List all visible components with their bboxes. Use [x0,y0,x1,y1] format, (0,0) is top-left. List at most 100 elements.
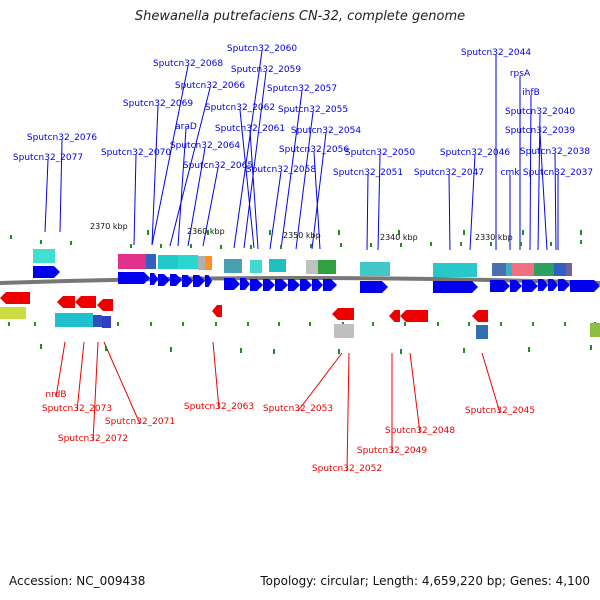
scale-tick [532,322,534,326]
gene-label: Sputcn32_2040 [505,107,575,117]
label-connector [177,128,187,247]
label-connector [295,111,314,250]
label-connector [313,151,321,250]
scale-tick [280,245,282,249]
major-tick [105,346,107,351]
domain-box [198,256,205,270]
scale-tick [430,242,432,246]
scale-tick [40,240,42,244]
reverse-gene-arrow [400,310,428,322]
label-connector [151,65,189,246]
gene-label: Sputcn32_2055 [278,105,348,115]
scale-tick [490,242,492,246]
major-tick [269,230,271,235]
label-connector [55,341,66,398]
major-tick [338,349,340,354]
domain-box [178,255,198,269]
gene-label: araD [175,122,197,132]
gene-label: Sputcn32_2050 [345,148,415,158]
label-connector [448,174,451,251]
domain-box [224,259,242,273]
gene-label: Sputcn32_2063 [184,402,254,412]
domain-box [512,263,534,276]
forward-gene-arrow [205,275,212,287]
gene-label: Sputcn32_2060 [227,44,297,54]
domain-box [492,263,506,276]
forward-gene-arrow [118,272,150,284]
scale-tick [564,322,566,326]
forward-gene-arrow [323,279,337,291]
label-connector [92,341,99,442]
gene-label: Sputcn32_2072 [58,434,128,444]
forward-gene-arrow [490,280,510,292]
gene-label: Sputcn32_2068 [153,59,223,69]
label-connector [212,341,220,410]
gene-label: Sputcn32_2052 [312,464,382,474]
forward-gene-arrow [170,274,182,286]
label-connector [346,352,350,472]
genome-summary-text: Topology: circular; Length: 4,659,220 bp… [260,574,590,588]
label-connector [297,352,343,412]
domain-box [102,316,111,328]
protein-domain-boxes [0,249,600,339]
scale-tick [500,322,502,326]
label-connector [76,341,85,412]
scale-tick [190,244,192,248]
scale-tick [117,322,119,326]
label-connector [233,50,263,249]
domain-box [146,254,156,269]
forward-gene-arrow [538,279,548,291]
label-connector [280,90,303,250]
gene-label: Sputcn32_2070 [101,148,171,158]
forward-gene-arrow [193,275,205,287]
label-connector [311,132,327,250]
gene-label: Sputcn32_2061 [215,124,285,134]
forward-gene-arrow [224,278,240,290]
label-connector [409,352,421,434]
label-connector [377,154,381,251]
gene-label: Sputcn32_2058 [246,165,316,175]
reverse-gene-arrow [0,292,30,304]
forward-gene-arrow [570,280,600,292]
forward-gene-arrow [33,266,60,278]
domain-box [269,259,286,272]
scale-label: 2340 kbp [380,233,418,242]
gene-label: Sputcn32_2053 [263,404,333,414]
scale-tick [8,322,10,326]
domain-box [590,323,600,337]
scale-tick [309,322,311,326]
scale-tick [70,241,72,245]
domain-box [566,263,572,276]
gene-label: Sputcn32_2066 [175,81,245,91]
reverse-gene-arrow [75,296,96,308]
gene-label: Sputcn32_2064 [170,141,240,151]
label-connector [249,130,259,250]
reverse-gene-arrow [332,308,354,320]
gene-label: nrdB [45,390,66,400]
major-tick [40,344,42,349]
forward-gene-arrow [240,278,250,290]
major-tick [240,348,242,353]
label-connector [481,352,501,414]
major-tick [590,345,592,350]
reverse-gene-arrow [57,296,75,308]
domain-box [33,249,55,263]
gene-label: Sputcn32_2051 [333,168,403,178]
domain-box [118,254,146,269]
scale-tick [468,322,470,326]
scale-tick [370,243,372,247]
major-tick [400,349,402,354]
label-connector [243,71,267,249]
scale-tick [182,322,184,326]
label-connector [469,154,476,251]
gene-label: Sputcn32_2045 [465,406,535,416]
gene-label: Sputcn32_2069 [123,99,193,109]
domain-box [534,263,554,276]
forward-gene-arrow [360,281,388,293]
label-connector [269,171,282,250]
gene-label: Sputcn32_2046 [440,148,510,158]
major-tick [170,347,172,352]
forward-gene-arrow [300,279,312,291]
major-tick [463,348,465,353]
scale-tick [130,244,132,248]
